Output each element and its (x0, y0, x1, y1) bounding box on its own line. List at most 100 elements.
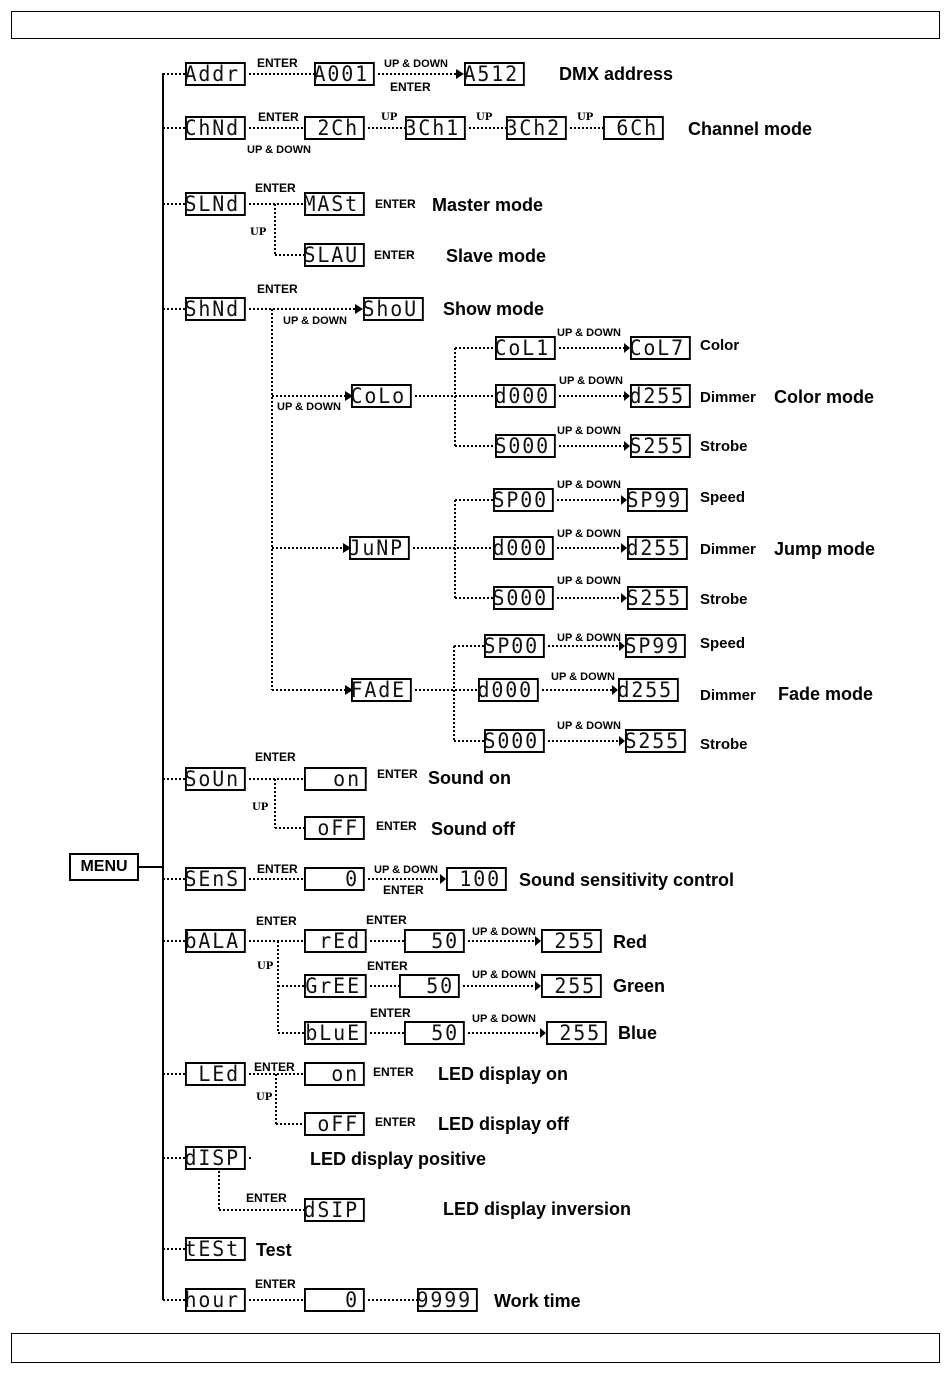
key-updown: UP & DOWN (557, 528, 621, 540)
key-updown: UP & DOWN (277, 401, 341, 413)
label-strobe-fade: Strobe (700, 736, 748, 753)
key-enter: ENTER (258, 110, 299, 124)
key-enter: ENTER (375, 1115, 416, 1129)
lcd-jump-sp99: SP99 (626, 488, 688, 512)
label-channel-mode: Channel mode (688, 119, 813, 139)
label-led-inversion: LED display inversion (443, 1199, 632, 1219)
lcd-led: LEd (185, 1062, 246, 1086)
lcd-color-d000: d000 (494, 384, 556, 408)
label-led-off: LED display off (438, 1114, 570, 1134)
lcd-shnd: ShNd (184, 297, 246, 321)
key-enter: ENTER (376, 819, 417, 833)
label-speed-fade: Speed (700, 635, 746, 652)
label-dimmer-jump: Dimmer (700, 541, 756, 558)
key-enter: ENTER (370, 1006, 411, 1020)
key-enter: ENTER (255, 1277, 296, 1291)
lcd-bala: bALA (184, 929, 246, 953)
label-master-mode: Master mode (432, 195, 544, 215)
label-color-mode: Color mode (774, 387, 875, 407)
menu-box[interactable]: MENU (69, 853, 139, 881)
label-show-mode: Show mode (443, 299, 545, 319)
key-up: UP (476, 112, 493, 123)
key-enter: ENTER (377, 767, 418, 781)
key-enter: ENTER (390, 80, 431, 94)
key-enter: ENTER (367, 959, 408, 973)
lcd-sens-100: 100 (446, 867, 507, 891)
lcd-fade: FAdE (350, 678, 412, 702)
label-blue: Blue (618, 1023, 658, 1043)
lcd-gree: GrEE (304, 974, 367, 998)
key-updown: UP & DOWN (472, 926, 536, 938)
lcd-jump-s255: S255 (626, 586, 688, 610)
lcd-jump: JuNP (348, 536, 410, 560)
lcd-sens: SEnS (184, 867, 246, 891)
label-red: Red (613, 932, 648, 952)
lcd-a001: A001 (313, 62, 375, 86)
label-dmx-address: DMX address (559, 64, 674, 84)
lcd-jump-d000: d000 (492, 536, 554, 560)
label-strobe-color: Strobe (700, 438, 748, 455)
key-updown: UP & DOWN (557, 575, 621, 587)
key-up: UP (577, 112, 594, 123)
key-enter: ENTER (255, 181, 296, 195)
key-updown: UP & DOWN (557, 479, 621, 491)
lcd-col1: CoL1 (494, 336, 556, 360)
lcd-hour-9999: 9999 (416, 1288, 478, 1312)
key-updown: UP & DOWN (247, 144, 311, 156)
key-enter: ENTER (257, 862, 298, 876)
lcd-blue: bLuE (304, 1021, 367, 1045)
lcd-slnd: SLNd (184, 192, 246, 216)
label-speed-jump: Speed (700, 489, 746, 506)
lcd-red-50: 50 (404, 929, 465, 953)
label-strobe-jump: Strobe (700, 591, 748, 608)
lcd-hour: hour (184, 1288, 246, 1312)
key-updown: UP & DOWN (472, 969, 536, 981)
key-up: UP (381, 112, 398, 123)
key-up: UP (257, 961, 274, 972)
label-led-on: LED display on (438, 1064, 569, 1084)
label-sound-off: Sound off (431, 819, 515, 839)
key-updown: UP & DOWN (384, 58, 448, 70)
lcd-jump-d255: d255 (626, 536, 688, 560)
label-sound-on: Sound on (428, 768, 511, 788)
label-green: Green (613, 976, 666, 996)
lcd-fade-s255: S255 (624, 729, 686, 753)
label-jump-mode: Jump mode (774, 539, 876, 559)
label-led-positive: LED display positive (310, 1149, 487, 1169)
key-updown: UP & DOWN (557, 327, 621, 339)
lcd-6ch: 6Ch (603, 116, 664, 140)
lcd-color-s255: S255 (629, 434, 691, 458)
lcd-gree-255: 255 (541, 974, 602, 998)
key-enter: ENTER (255, 750, 296, 764)
key-up: UP (250, 227, 267, 238)
lcd-3ch1: 3Ch1 (404, 116, 466, 140)
lcd-fade-d255: d255 (617, 678, 679, 702)
lcd-fade-sp00: SP00 (483, 634, 545, 658)
key-updown: UP & DOWN (283, 315, 347, 327)
key-enter: ENTER (373, 1065, 414, 1079)
key-updown: UP & DOWN (557, 425, 621, 437)
lcd-blue-255: 255 (546, 1021, 607, 1045)
key-up: UP (256, 1092, 273, 1103)
key-updown: UP & DOWN (559, 375, 623, 387)
lcd-3ch2: 3Ch2 (505, 116, 567, 140)
lcd-led-on: on (304, 1062, 365, 1086)
key-updown: UP & DOWN (557, 720, 621, 732)
key-enter: ENTER (383, 883, 424, 897)
label-slave-mode: Slave mode (446, 246, 547, 266)
key-enter: ENTER (257, 56, 298, 70)
label-color: Color (700, 337, 740, 354)
key-enter: ENTER (374, 248, 415, 262)
lcd-gree-50: 50 (399, 974, 460, 998)
key-up: UP (252, 802, 269, 813)
lcd-show: ShoU (362, 297, 424, 321)
lcd-col7: CoL7 (629, 336, 691, 360)
lcd-fade-d000: d000 (477, 678, 539, 702)
label-dimmer-color: Dimmer (700, 389, 756, 406)
label-test: Test (256, 1240, 292, 1260)
label-dimmer-fade: Dimmer (700, 687, 756, 704)
lcd-slav: SLAU (303, 243, 365, 267)
key-enter: ENTER (256, 914, 297, 928)
key-enter: ENTER (366, 913, 407, 927)
